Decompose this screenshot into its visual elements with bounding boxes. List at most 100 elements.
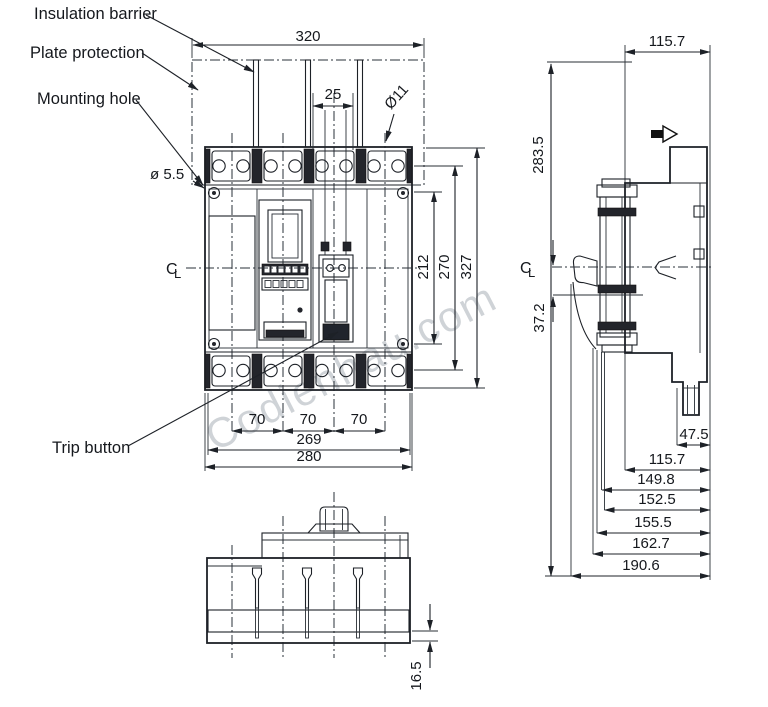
svg-text:70: 70 bbox=[300, 411, 317, 428]
label-plate-protection: Plate protection bbox=[30, 44, 145, 62]
mounting-hole-screw bbox=[207, 337, 221, 351]
svg-text:152.5: 152.5 bbox=[638, 491, 676, 508]
svg-text:115.7: 115.7 bbox=[649, 33, 685, 50]
rear-notch bbox=[693, 205, 705, 218]
dim-pole-pitch: 70 70 70 bbox=[231, 411, 386, 434]
svg-text:C: C bbox=[520, 260, 532, 277]
rear-notch bbox=[693, 248, 705, 260]
terminal-block bbox=[211, 150, 251, 182]
trip-unit-panel bbox=[258, 199, 312, 341]
svg-text:280: 280 bbox=[296, 448, 321, 465]
handle-slot bbox=[324, 279, 348, 323]
bottom-upper-step bbox=[261, 532, 409, 559]
terminal-hole bbox=[367, 159, 381, 173]
terminal-hole bbox=[236, 159, 250, 173]
svg-text:190.6: 190.6 bbox=[622, 557, 660, 574]
front-cover-arc bbox=[572, 281, 597, 350]
leader-insulation-barrier bbox=[145, 14, 255, 73]
svg-text:70: 70 bbox=[249, 411, 266, 428]
svg-text:L: L bbox=[174, 266, 181, 281]
svg-text:155.5: 155.5 bbox=[634, 514, 672, 531]
terminal-hole bbox=[264, 363, 278, 378]
side-terminal-column bbox=[596, 178, 638, 353]
svg-text:25: 25 bbox=[325, 86, 342, 103]
svg-text:C: C bbox=[166, 261, 178, 278]
side-body-profile bbox=[624, 146, 708, 416]
pole-centerlines bbox=[231, 93, 386, 434]
dim-stack: 47.5 115.7 149.8 152.5 155.5 162.7 190.6 bbox=[545, 426, 711, 579]
trip-unit-display bbox=[267, 209, 303, 263]
side-view: C L 115.7 283.5 37.2 47.5 115.7 bbox=[520, 33, 712, 580]
dim-37-2: 37.2 bbox=[531, 240, 643, 333]
svg-text:283.5: 283.5 bbox=[530, 136, 547, 174]
terminal-block bbox=[211, 355, 251, 387]
label-trip-button: Trip button bbox=[52, 439, 130, 457]
terminal-hole bbox=[288, 363, 302, 378]
dim-115-7-top: 115.7 bbox=[624, 33, 711, 55]
terminal-hole bbox=[212, 363, 226, 378]
terminal-hole bbox=[315, 363, 329, 378]
svg-text:115.7: 115.7 bbox=[649, 451, 685, 468]
svg-text:270: 270 bbox=[436, 254, 453, 279]
bottom-view: 16.5 bbox=[206, 492, 438, 691]
callouts: Insulation barrier Plate protection Moun… bbox=[30, 5, 339, 457]
terminal-hole bbox=[391, 159, 405, 173]
terminal-hole bbox=[264, 159, 278, 173]
label-insulation-barrier: Insulation barrier bbox=[34, 5, 157, 23]
side-extension-lines bbox=[547, 45, 711, 580]
svg-text:70: 70 bbox=[351, 411, 368, 428]
mounting-screws bbox=[207, 186, 410, 351]
dim-16-5: 16.5 bbox=[408, 604, 438, 691]
dim-dia11: Ø11 bbox=[381, 81, 412, 142]
svg-text:269: 269 bbox=[296, 431, 321, 448]
side-toggle-handle bbox=[572, 255, 598, 287]
svg-text:162.7: 162.7 bbox=[632, 535, 670, 552]
svg-text:212: 212 bbox=[415, 254, 432, 279]
svg-text:320: 320 bbox=[295, 28, 320, 45]
svg-text:149.8: 149.8 bbox=[637, 471, 675, 488]
terminal-hole bbox=[339, 159, 353, 173]
test-button bbox=[297, 307, 303, 313]
bottom-handle-stub bbox=[306, 506, 362, 534]
contact-pins bbox=[251, 567, 364, 639]
svg-text:ø 5.5: ø 5.5 bbox=[150, 166, 184, 183]
dim-269: 269 bbox=[207, 393, 411, 455]
leader-trip-button bbox=[127, 331, 339, 447]
label-mounting-hole: Mounting hole bbox=[37, 90, 141, 108]
bottom-terminal-row bbox=[204, 353, 413, 389]
terminal-block bbox=[367, 355, 407, 387]
dim-25: 25 bbox=[312, 86, 354, 150]
dim-283-5: 283.5 bbox=[530, 63, 554, 577]
terminal-block bbox=[263, 355, 303, 387]
dim-212: 212 bbox=[414, 191, 442, 345]
leader-plate-protection bbox=[141, 52, 199, 91]
bottom-body bbox=[206, 557, 411, 644]
terminal-hole bbox=[339, 363, 353, 378]
svg-text:L: L bbox=[528, 265, 535, 280]
dim-270: 270 bbox=[414, 165, 463, 371]
terminal-hole bbox=[288, 159, 302, 173]
terminal-block bbox=[315, 355, 355, 387]
vent-grille bbox=[208, 215, 256, 331]
terminal-hole bbox=[367, 363, 381, 378]
top-terminal-row bbox=[204, 148, 413, 184]
dim-320: 320 bbox=[191, 28, 425, 58]
front-view: C L 320 25 Ø11 ø 5.5 212 bbox=[150, 28, 485, 471]
handle-direction-arrow-icon bbox=[651, 124, 679, 144]
terminal-hole bbox=[391, 363, 405, 378]
svg-text:327: 327 bbox=[458, 254, 475, 279]
centerline-symbol: C L bbox=[166, 261, 181, 281]
dip-switch-row bbox=[261, 263, 309, 276]
mounting-hole-screw bbox=[396, 186, 410, 200]
terminal-block bbox=[315, 150, 355, 182]
terminal-block bbox=[367, 150, 407, 182]
mounting-hole-screw bbox=[396, 337, 410, 351]
svg-text:47.5: 47.5 bbox=[679, 426, 708, 443]
handle-escutcheon bbox=[318, 241, 354, 343]
mounting-hole-screw bbox=[207, 186, 221, 200]
leader-mounting-hole bbox=[135, 99, 204, 186]
terminal-hole bbox=[236, 363, 250, 378]
terminal-hole bbox=[315, 159, 329, 173]
dip-switch-row bbox=[261, 277, 309, 291]
